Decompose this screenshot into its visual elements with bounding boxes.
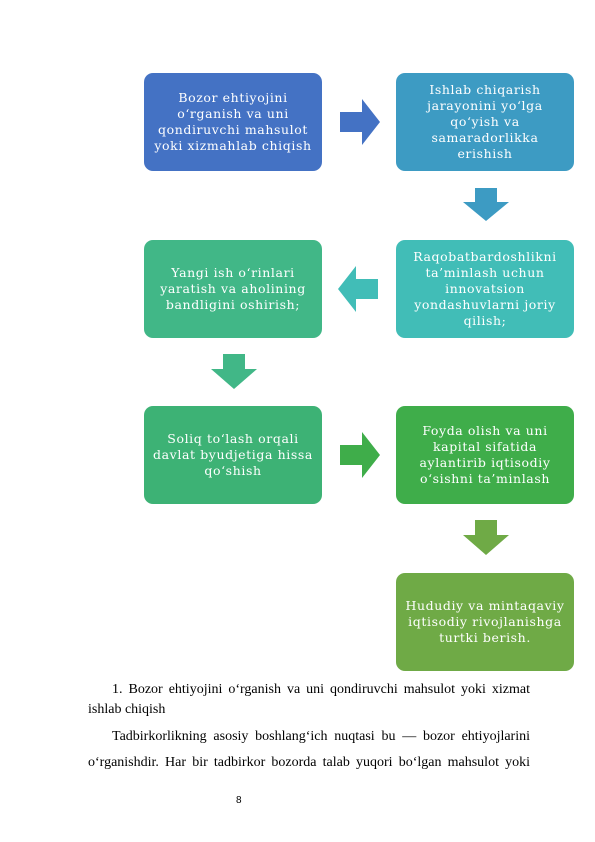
arrow-left-icon <box>338 266 378 312</box>
arrow-down-icon <box>463 520 509 555</box>
flow-box-label: Hududiy va mintaqaviy iqtisodiy rivojlan… <box>405 598 565 645</box>
flow-box-innovation: Raqobatbardoshlikni ta’minlash uchun inn… <box>396 240 574 338</box>
arrow-right-icon <box>340 432 380 478</box>
flow-box-label: Soliq to‘lash orqali davlat byudjetiga h… <box>153 431 313 478</box>
body-paragraph: Tadbirkorlikning asosiy boshlang‘ich nuq… <box>88 727 530 773</box>
flow-box-label: Yangi ish o‘rinlari yaratish va aholinin… <box>160 265 306 312</box>
flow-box-market-needs: Bozor ehtiyojini o‘rganish va uni qondir… <box>144 73 322 171</box>
arrow-down-icon <box>211 354 257 389</box>
paragraph-line: Tadbirkorlikning asosiy boshlang‘ich nuq… <box>112 729 530 744</box>
numbered-heading: 1. Bozor ehtiyojini o‘rganish va uni qon… <box>88 680 530 720</box>
page-number: 8 <box>236 795 242 806</box>
flow-box-production: Ishlab chiqarish jarayonini yo‘lga qo‘yi… <box>396 73 574 171</box>
arrow-down-icon <box>463 188 509 221</box>
flow-box-label: Ishlab chiqarish jarayonini yo‘lga qo‘yi… <box>427 82 543 161</box>
heading-line: ishlab chiqish <box>88 702 166 717</box>
flow-box-employment: Yangi ish o‘rinlari yaratish va aholinin… <box>144 240 322 338</box>
flow-box-label: Raqobatbardoshlikni ta’minlash uchun inn… <box>413 249 557 328</box>
flow-box-profit: Foyda olish va uni kapital sifatida ayla… <box>396 406 574 504</box>
heading-line: 1. Bozor ehtiyojini o‘rganish va uni qon… <box>112 682 530 697</box>
paragraph-line: o‘rganishdir. Har bir tadbirkor bozorda … <box>88 755 530 770</box>
flow-box-label: Foyda olish va uni kapital sifatida ayla… <box>419 423 551 486</box>
flow-box-taxes: Soliq to‘lash orqali davlat byudjetiga h… <box>144 406 322 504</box>
arrow-right-icon <box>340 99 380 145</box>
flow-box-regional: Hududiy va mintaqaviy iqtisodiy rivojlan… <box>396 573 574 671</box>
flow-box-label: Bozor ehtiyojini o‘rganish va uni qondir… <box>154 90 312 153</box>
